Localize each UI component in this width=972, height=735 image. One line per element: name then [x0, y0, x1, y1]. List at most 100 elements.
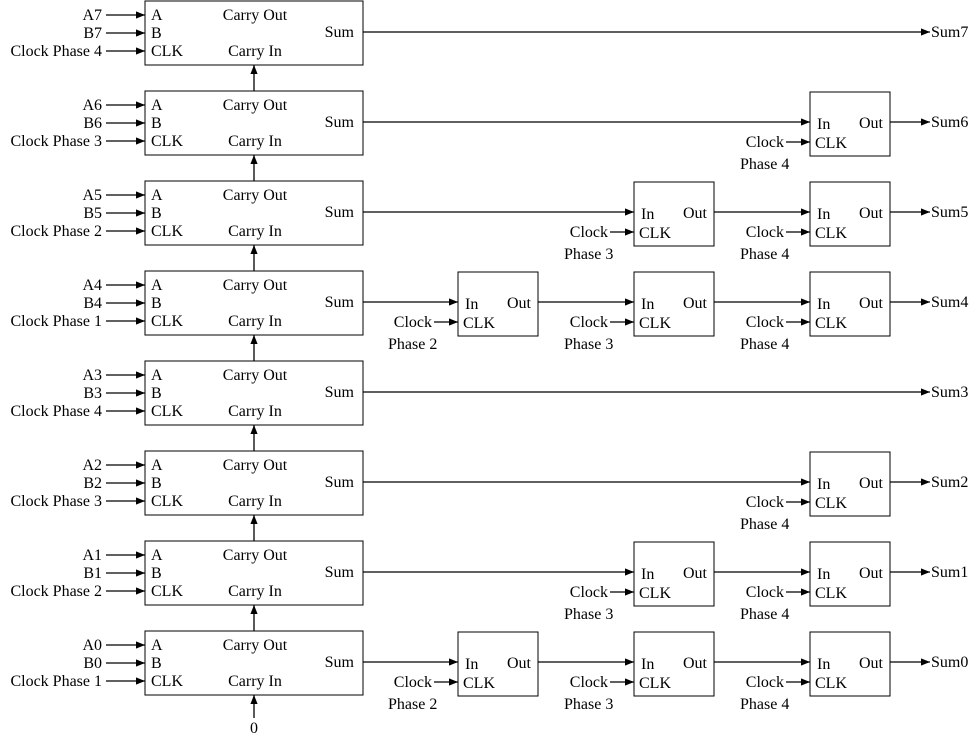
register-in-label: In [641, 656, 654, 673]
adder-b-label: B [151, 205, 162, 222]
register-phase-label: Phase 4 [740, 606, 789, 623]
input-clock-label: Clock Phase 2 [10, 223, 102, 240]
register-clk-label: CLK [639, 585, 671, 602]
adder-clk-label: CLK [151, 223, 183, 240]
adder-carry-out-label: Carry Out [223, 367, 288, 384]
register-out-label: Out [859, 565, 884, 582]
adder-b-label: B [151, 655, 162, 672]
register-phase-label: Phase 3 [564, 246, 613, 263]
input-clock-label: Clock Phase 4 [10, 43, 102, 60]
adder-a-label: A [151, 97, 163, 114]
register-phase-label: Phase 3 [564, 336, 613, 353]
adder-carry-in-label: Carry In [228, 313, 282, 330]
adder-clk-label: CLK [151, 673, 183, 690]
register-clk-label: CLK [815, 315, 847, 332]
register-clk-label: CLK [639, 225, 671, 242]
input-b-label: B5 [83, 205, 102, 222]
input-a-label: A3 [82, 367, 102, 384]
adder-a-label: A [151, 457, 163, 474]
register-clock-label: Clock [746, 224, 784, 241]
input-clock-label: Clock Phase 3 [10, 133, 102, 150]
register-phase-label: Phase 3 [564, 696, 613, 713]
register-phase-label: Phase 2 [388, 336, 437, 353]
adder-carry-out-label: Carry Out [223, 97, 288, 114]
input-b-label: B7 [83, 25, 102, 42]
sum-output-label: Sum7 [931, 24, 968, 41]
register-in-label: In [465, 656, 478, 673]
sum-output-label: Sum3 [931, 384, 968, 401]
adder-block [144, 90, 364, 156]
register-phase-label: Phase 4 [740, 156, 789, 173]
register-clk-label: CLK [815, 495, 847, 512]
register-block [809, 271, 891, 337]
adder-sum-label: Sum [325, 294, 355, 311]
adder-sum-label: Sum [325, 114, 355, 131]
sum-output-label: Sum6 [931, 114, 968, 131]
register-clk-label: CLK [815, 135, 847, 152]
input-clock-label: Clock Phase 1 [10, 673, 102, 690]
adder-carry-out-label: Carry Out [223, 547, 288, 564]
register-clk-label: CLK [815, 585, 847, 602]
input-a-label: A5 [82, 187, 102, 204]
register-clock-label: Clock [746, 314, 784, 331]
register-block [633, 631, 715, 697]
register-phase-label: Phase 4 [740, 516, 789, 533]
adder-block [144, 450, 364, 516]
register-block [809, 631, 891, 697]
input-a-label: A1 [82, 547, 102, 564]
adder-a-label: A [151, 547, 163, 564]
register-block [809, 451, 891, 517]
adder-carry-out-label: Carry Out [223, 7, 288, 24]
register-phase-label: Phase 4 [740, 336, 789, 353]
adder-a-label: A [151, 277, 163, 294]
input-b-label: B4 [83, 295, 102, 312]
register-phase-label: Phase 2 [388, 696, 437, 713]
register-in-label: In [817, 566, 830, 583]
register-in-label: In [641, 296, 654, 313]
adder-b-label: B [151, 25, 162, 42]
register-clock-label: Clock [394, 674, 432, 691]
register-block [457, 631, 539, 697]
register-clk-label: CLK [463, 675, 495, 692]
adder-clk-label: CLK [151, 493, 183, 510]
adder-block [144, 180, 364, 246]
adder-b-label: B [151, 565, 162, 582]
adder-clk-label: CLK [151, 403, 183, 420]
register-out-label: Out [859, 655, 884, 672]
adder-block [144, 360, 364, 426]
sum-output-label: Sum2 [931, 474, 968, 491]
input-b-label: B2 [83, 475, 102, 492]
adder-carry-in-label: Carry In [228, 133, 282, 150]
register-in-label: In [817, 206, 830, 223]
adder-sum-label: Sum [325, 654, 355, 671]
register-in-label: In [817, 656, 830, 673]
sum-output-label: Sum0 [931, 654, 968, 671]
register-clock-label: Clock [570, 584, 608, 601]
input-a-label: A7 [82, 7, 102, 24]
register-in-label: In [817, 296, 830, 313]
register-block [809, 541, 891, 607]
adder-clk-label: CLK [151, 583, 183, 600]
register-in-label: In [641, 566, 654, 583]
adder-b-label: B [151, 475, 162, 492]
sum-output-label: Sum5 [931, 204, 968, 221]
adder-carry-out-label: Carry Out [223, 187, 288, 204]
adder-block [144, 630, 364, 696]
input-b-label: B1 [83, 565, 102, 582]
adder-sum-label: Sum [325, 384, 355, 401]
register-clk-label: CLK [815, 675, 847, 692]
adder-block [144, 270, 364, 336]
register-in-label: In [465, 296, 478, 313]
input-a-label: A6 [82, 97, 102, 114]
adder-b-label: B [151, 295, 162, 312]
adder-clk-label: CLK [151, 43, 183, 60]
register-out-label: Out [859, 205, 884, 222]
adder-b-label: B [151, 115, 162, 132]
adder-carry-in-label: Carry In [228, 43, 282, 60]
adder-carry-in-label: Carry In [228, 493, 282, 510]
input-clock-label: Clock Phase 4 [10, 403, 102, 420]
adder-sum-label: Sum [325, 204, 355, 221]
register-clk-label: CLK [639, 675, 671, 692]
input-b-label: B0 [83, 655, 102, 672]
